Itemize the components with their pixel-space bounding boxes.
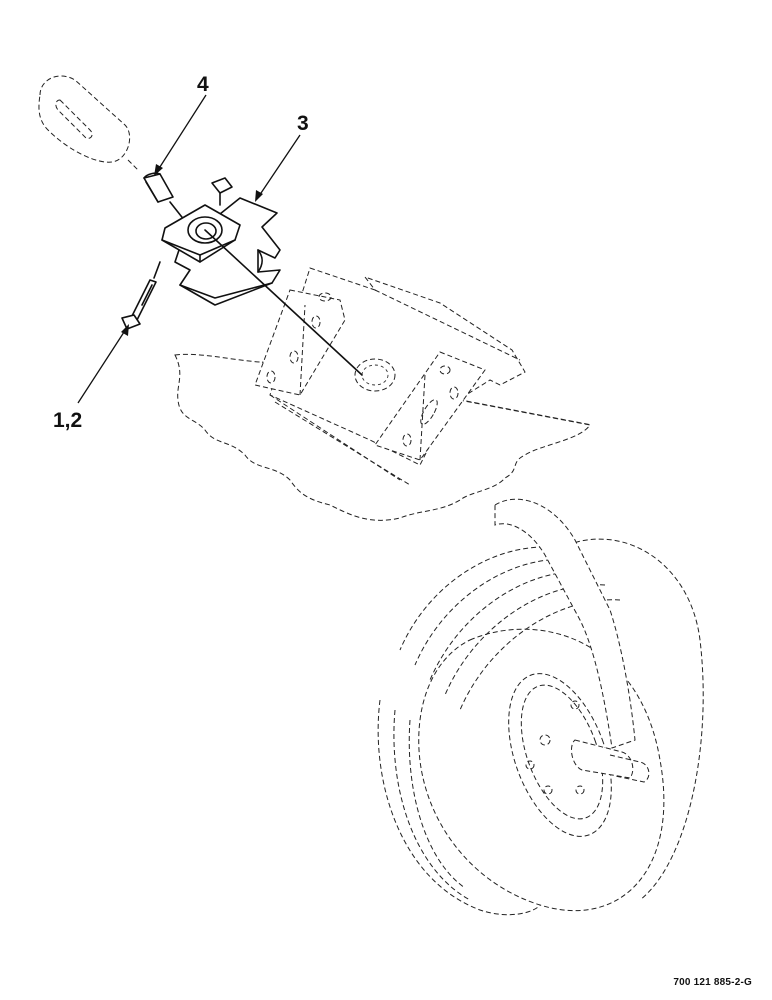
plate-item-3 (161, 177, 363, 376)
mount-box-phantom (254, 267, 526, 466)
leader-line-3 (255, 134, 301, 202)
caster-arm-phantom (494, 498, 650, 783)
leader-line-1-2 (77, 324, 129, 404)
leader-line-4 (154, 94, 207, 176)
handle-phantom (38, 75, 139, 171)
callout-item-3: 3 (297, 112, 309, 135)
callout-item-4: 4 (197, 73, 209, 96)
drawing-number: 700 121 885-2-G (673, 977, 752, 988)
bolt-items-1-2 (121, 261, 161, 330)
tire-phantom (377, 538, 704, 916)
callout-items-1-2: 1,2 (53, 409, 83, 432)
